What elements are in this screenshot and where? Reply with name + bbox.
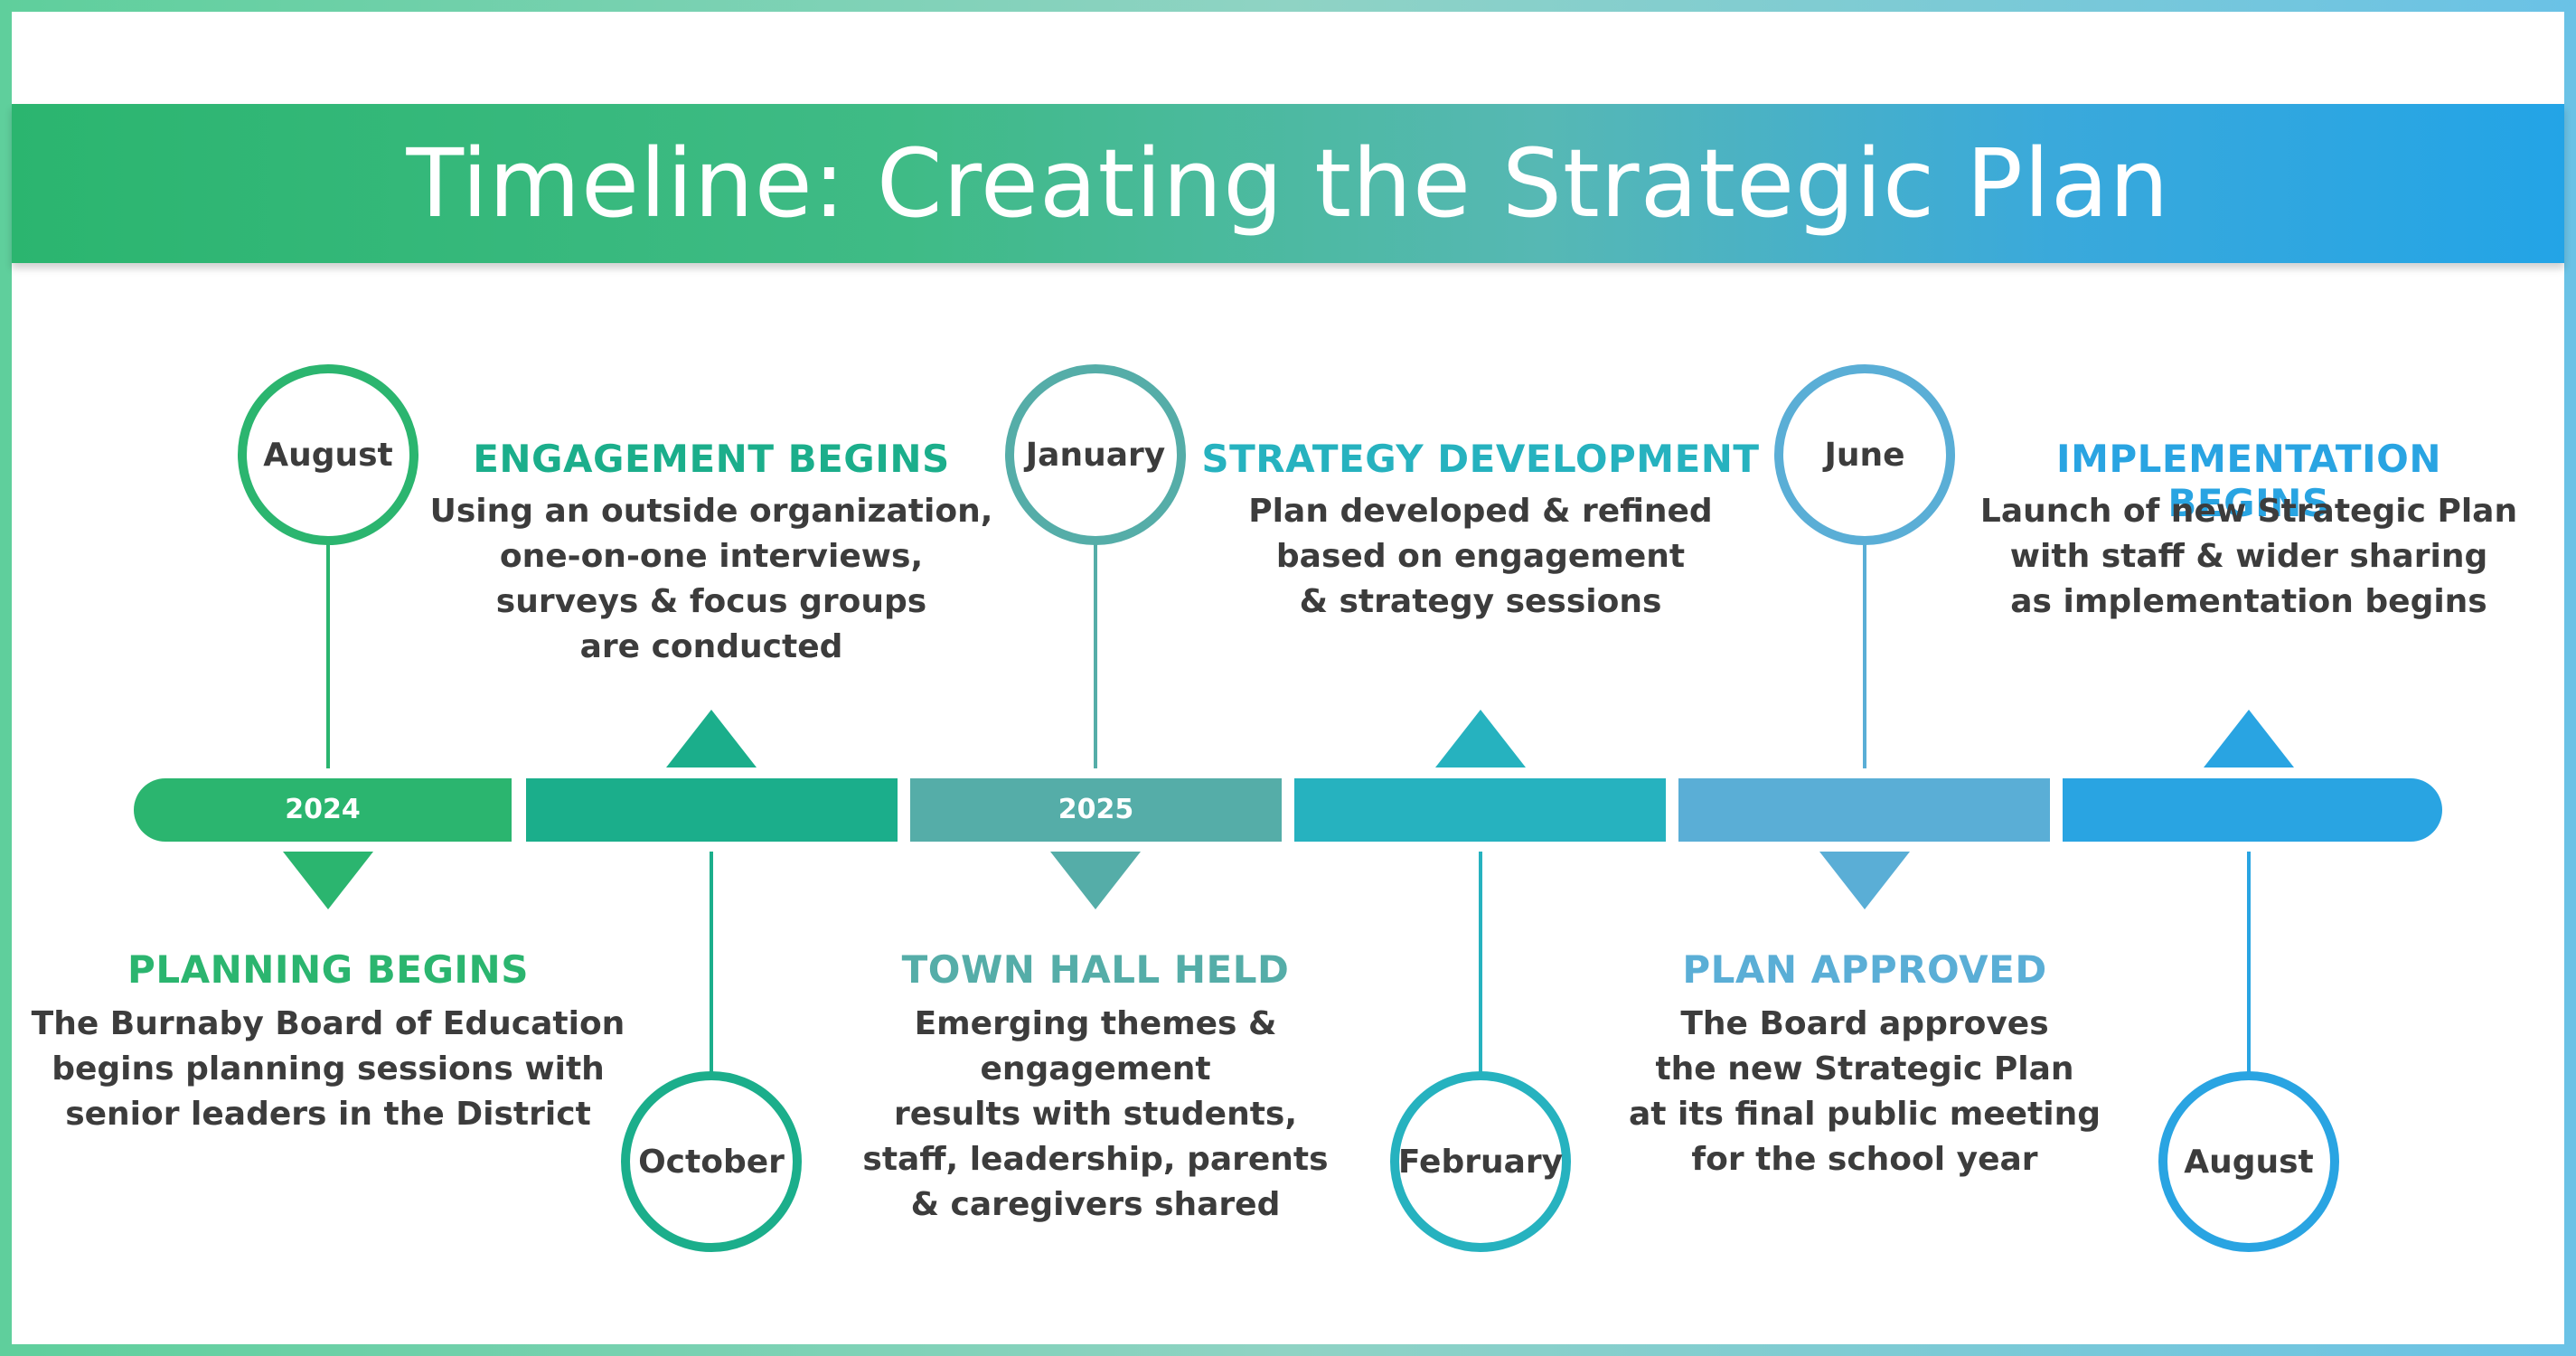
- milestone-heading-3: TOWN HALL HELD: [901, 947, 1290, 992]
- pointer-down-3: [1050, 852, 1141, 909]
- connector-line-4: [1479, 852, 1482, 1076]
- timeline-segment-2: [526, 778, 898, 842]
- month-circle-august-2024: August: [238, 364, 418, 545]
- milestone-description-3: Emerging themes & engagement results wit…: [862, 1005, 1329, 1223]
- month-label: June: [1824, 436, 1905, 474]
- timeline-segment-3: [910, 778, 1282, 842]
- milestone-description-6: Launch of new Strategic Plan with staff …: [1979, 493, 2518, 620]
- month-label: January: [1025, 436, 1166, 474]
- milestone-description-4: Plan developed & refined based on engage…: [1248, 493, 1713, 620]
- connector-line-1: [326, 541, 330, 768]
- milestone-description-1: The Burnaby Board of Education begins pl…: [31, 1005, 625, 1133]
- month-label: August: [2184, 1143, 2314, 1181]
- month-label: February: [1397, 1143, 1564, 1181]
- title-banner: [12, 104, 2564, 263]
- year-label-2025: 2025: [1058, 794, 1134, 825]
- month-circle-august-2025: August: [2158, 1071, 2339, 1252]
- milestone-heading-6: IMPLEMENTATION BEGINS: [2055, 437, 2442, 525]
- month-circle-february: February: [1390, 1071, 1571, 1252]
- month-circle-october: October: [621, 1071, 802, 1252]
- pointer-up-6: [2204, 710, 2294, 767]
- connector-line-6: [2247, 852, 2251, 1076]
- timeline-segment-5: [1678, 778, 2050, 842]
- milestone-heading-2: ENGAGEMENT BEGINS: [473, 437, 950, 481]
- milestone-heading-4: STRATEGY DEVELOPMENT: [1201, 437, 1760, 481]
- milestone-heading-1: PLANNING BEGINS: [127, 947, 529, 992]
- pointer-down-5: [1819, 852, 1910, 909]
- pointer-up-2: [666, 710, 757, 767]
- page-title: Timeline: Creating the Strategic Plan: [406, 128, 2170, 239]
- timeline-segment-4: [1294, 778, 1666, 842]
- milestone-description-2: Using an outside organization, one-on-on…: [429, 493, 993, 665]
- timeline-segment-6: [2063, 778, 2442, 842]
- milestone-heading-5: PLAN APPROVED: [1682, 947, 2047, 992]
- connector-line-5: [1863, 541, 1866, 768]
- month-label: October: [638, 1143, 785, 1181]
- pointer-up-4: [1435, 710, 1526, 767]
- timeline-segment-1: [134, 778, 512, 842]
- pointer-down-1: [283, 852, 373, 909]
- connector-line-3: [1094, 541, 1097, 768]
- month-circle-june: June: [1774, 364, 1955, 545]
- milestone-description-5: The Board approves the new Strategic Pla…: [1628, 1005, 2101, 1178]
- month-circle-january: January: [1005, 364, 1186, 545]
- month-label: August: [263, 436, 393, 474]
- year-label-2024: 2024: [285, 794, 361, 825]
- connector-line-2: [710, 852, 713, 1076]
